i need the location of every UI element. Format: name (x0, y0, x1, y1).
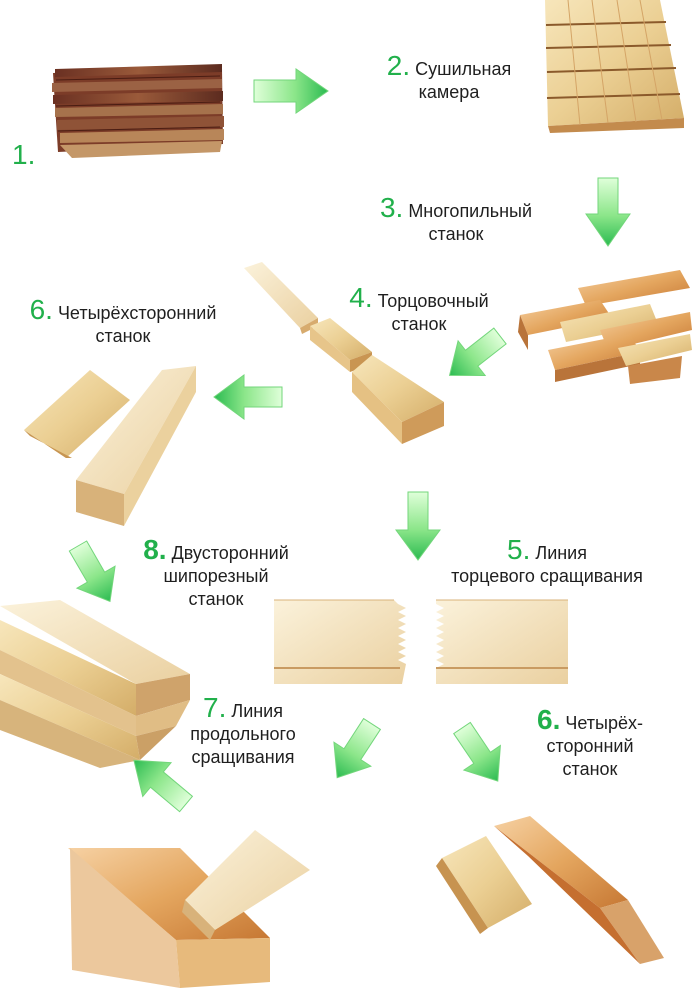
dried-lumber-stack-image (545, 0, 684, 133)
step-8-line-3: станок (124, 588, 308, 611)
step-2-line-2: камера (368, 81, 530, 104)
step-8-line-2: шипорезный (124, 565, 308, 588)
step-7-label: 7. Линия продольного сращивания (168, 696, 318, 769)
step-3-line-1: Многопильный (408, 201, 532, 221)
step-6b-label: 6. Четырёх- сторонний станок (518, 708, 662, 781)
step-5-label: 5. Линия торцевого сращивания (426, 538, 668, 588)
arrow-5-to-7 (319, 712, 391, 790)
step-7-line-2: продольного (168, 723, 318, 746)
arrow-2-to-3 (586, 178, 630, 246)
step-6b-line-1: Четырёх- (565, 713, 643, 733)
glued-panels-image (68, 830, 310, 988)
step-2-number: 2. (387, 50, 410, 81)
step-3-label: 3. Многопильный станок (356, 196, 556, 246)
step-7-line-1: Линия (231, 701, 283, 721)
tongue-groove-boards-image (0, 600, 190, 768)
step-6a-line-2: станок (4, 325, 242, 348)
finger-joint-image (274, 600, 568, 684)
step-4-number: 4. (349, 282, 372, 313)
step-5-line-1: Линия (535, 543, 587, 563)
step-6a-label: 6. Четырёхсторонний станок (4, 298, 242, 348)
step-6a-number: 6. (30, 294, 53, 325)
step-3-line-2: станок (356, 223, 556, 246)
step-5-number: 5. (507, 534, 530, 565)
step-1-label: 1. (12, 143, 35, 170)
step-7-number: 7. (203, 692, 226, 723)
step-6b-number: 6. (537, 704, 560, 735)
sawn-boards-pile-image (518, 270, 692, 384)
step-2-label: 2. Сушильная камера (368, 54, 530, 104)
raw-boards-image (52, 64, 224, 158)
step-7-line-3: сращивания (168, 746, 318, 769)
step-5-line-2: торцевого сращивания (426, 565, 668, 588)
step-2-line-1: Сушильная (415, 59, 511, 79)
step-4-line-1: Торцовочный (378, 291, 489, 311)
step-1-number: 1. (12, 139, 35, 170)
arrow-5-to-6b (444, 716, 516, 794)
step-6b-line-3: станок (518, 758, 662, 781)
step-4-label: 4. Торцовочный станок (330, 286, 508, 336)
profiled-glued-bar-image (436, 816, 664, 964)
step-8-line-1: Двусторонний (172, 543, 289, 563)
arrow-6-to-8 (59, 535, 129, 612)
arrow-4-to-6 (214, 375, 282, 419)
step-8-label: 8. Двусторонний шипорезный станок (124, 538, 308, 611)
step-4-line-2: станок (330, 313, 508, 336)
step-6b-line-2: сторонний (518, 735, 662, 758)
profiled-bars-image (24, 366, 196, 526)
step-8-number: 8. (143, 534, 166, 565)
step-6a-line-1: Четырёхсторонний (58, 303, 216, 323)
arrow-1-to-2 (254, 69, 328, 113)
step-3-number: 3. (380, 192, 403, 223)
